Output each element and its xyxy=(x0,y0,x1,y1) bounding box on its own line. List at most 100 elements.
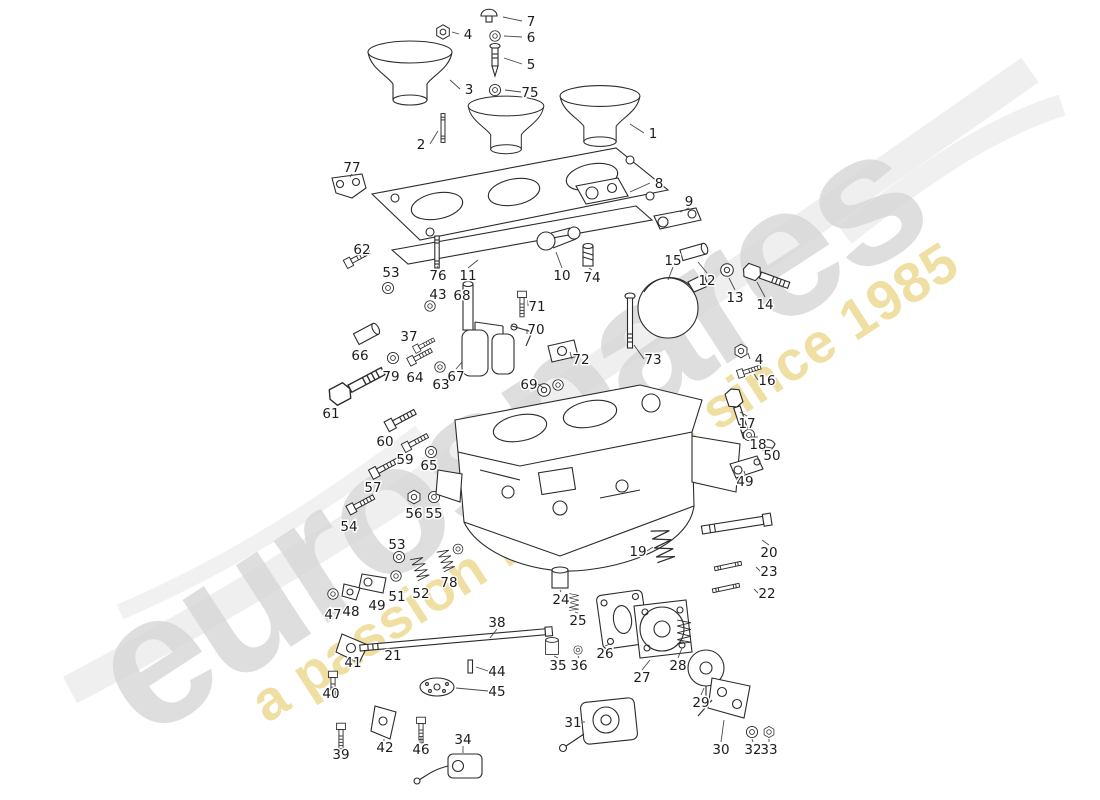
part-label-50: 50 xyxy=(763,448,780,464)
part-label-47: 47 xyxy=(324,607,341,623)
part-label-68: 68 xyxy=(453,288,470,304)
part-label-78: 78 xyxy=(440,575,457,591)
part-label-35: 35 xyxy=(549,658,566,674)
part-label-55: 55 xyxy=(425,506,442,522)
part-label-21: 21 xyxy=(384,648,401,664)
leader-line xyxy=(574,611,579,614)
washer-79 xyxy=(386,351,400,365)
leader-line xyxy=(747,352,751,360)
leader-line xyxy=(753,588,759,594)
part-label-4: 4 xyxy=(755,352,764,368)
nut-4b xyxy=(734,343,748,359)
part-label-53: 53 xyxy=(388,537,405,553)
part-label-57: 57 xyxy=(364,480,381,496)
part-label-8: 8 xyxy=(655,176,664,192)
part-label-71: 71 xyxy=(528,299,545,315)
leader-line xyxy=(588,267,593,271)
part-label-38: 38 xyxy=(488,615,505,631)
part-label-60: 60 xyxy=(376,434,393,450)
part-label-39: 39 xyxy=(332,747,349,763)
disc-45 xyxy=(419,677,455,697)
part-label-31: 31 xyxy=(564,715,581,731)
air-horn-right-1 xyxy=(559,85,641,147)
bracket-72 xyxy=(547,339,579,363)
part-label-14: 14 xyxy=(756,297,773,313)
part-label-26: 26 xyxy=(596,646,613,662)
leader-line xyxy=(728,277,736,291)
leader-line xyxy=(455,361,463,370)
fitting-10 xyxy=(536,226,581,251)
leader-line xyxy=(555,251,563,269)
air-horn-center xyxy=(467,95,545,155)
part-label-9: 9 xyxy=(685,194,694,210)
part-label-61: 61 xyxy=(322,406,339,422)
part-label-25: 25 xyxy=(569,613,586,629)
swoosh-curve-lower xyxy=(116,425,425,620)
part-label-65: 65 xyxy=(420,458,437,474)
part-label-59: 59 xyxy=(396,452,413,468)
washer-69b xyxy=(552,379,564,391)
part-label-51: 51 xyxy=(388,589,405,605)
part-label-16: 16 xyxy=(758,373,775,389)
part-label-43: 43 xyxy=(429,287,446,303)
part-drawing-cap-7 xyxy=(480,8,498,23)
part-label-22: 22 xyxy=(758,586,775,602)
part-label-34: 34 xyxy=(454,732,471,748)
part-label-19: 19 xyxy=(629,544,646,560)
leader-line xyxy=(559,589,562,593)
leader-line xyxy=(449,79,461,90)
part-label-5: 5 xyxy=(527,57,536,73)
bracket-70 xyxy=(510,323,533,347)
part-label-24: 24 xyxy=(552,592,569,608)
leader-line xyxy=(553,655,559,659)
part-label-12: 12 xyxy=(698,273,715,289)
part-label-36: 36 xyxy=(570,658,587,674)
part-label-30: 30 xyxy=(712,742,729,758)
leader-line xyxy=(700,687,705,696)
lever-49a xyxy=(729,455,764,479)
part-label-11: 11 xyxy=(459,268,476,284)
part-label-63: 63 xyxy=(432,377,449,393)
leader-line xyxy=(577,655,580,659)
bracket-77 xyxy=(331,173,367,199)
leader-line xyxy=(502,16,523,22)
part-label-15: 15 xyxy=(664,253,681,269)
part-label-49: 49 xyxy=(368,598,385,614)
lever-48 xyxy=(341,583,361,601)
leader-line xyxy=(537,383,545,389)
leader-line xyxy=(633,344,645,360)
leader-line xyxy=(720,719,725,743)
part-label-1: 1 xyxy=(649,126,658,142)
washer-13 xyxy=(720,263,734,277)
washer-53a xyxy=(381,281,395,295)
part-drawing-ring-75 xyxy=(488,83,502,97)
part-label-70: 70 xyxy=(527,322,544,338)
part-label-46: 46 xyxy=(412,742,429,758)
leader-line xyxy=(604,643,611,647)
part-label-2: 2 xyxy=(417,137,426,153)
part-label-56: 56 xyxy=(405,506,422,522)
part-label-77: 77 xyxy=(343,160,360,176)
washer-53b xyxy=(392,550,406,564)
lever-9 xyxy=(653,207,702,230)
washer-32 xyxy=(745,725,759,739)
carburetor-body xyxy=(435,384,741,572)
fitting-12 xyxy=(679,242,709,262)
housing-31 xyxy=(558,697,639,753)
part-label-52: 52 xyxy=(412,586,429,602)
part-label-40: 40 xyxy=(322,686,339,702)
exploded-drawing xyxy=(325,8,792,785)
leader-line xyxy=(753,373,759,381)
leader-line xyxy=(436,265,439,269)
leader-line xyxy=(677,647,683,659)
leader-line xyxy=(679,207,690,213)
leader-line xyxy=(646,546,654,552)
leader-line xyxy=(697,261,708,274)
leader-line xyxy=(761,539,770,546)
leader-line xyxy=(489,628,498,639)
part-label-72: 72 xyxy=(572,352,589,368)
part-label-54: 54 xyxy=(340,519,357,535)
housing-27 xyxy=(633,599,693,659)
